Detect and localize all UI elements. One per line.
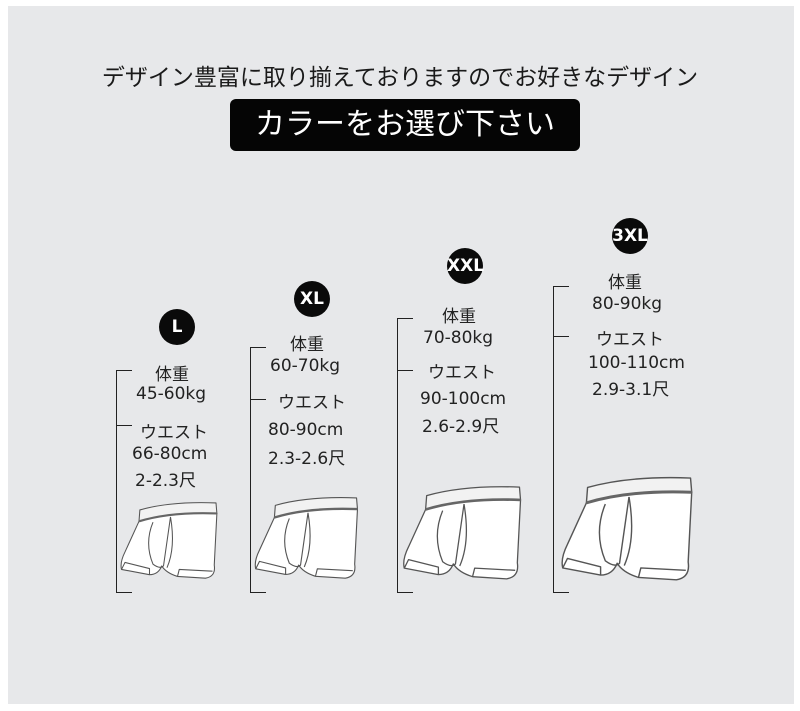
- shorts-illustration: [118, 495, 223, 587]
- size-badge: XXL: [447, 248, 484, 284]
- weight-value: 60-70kg: [270, 356, 341, 376]
- bracket-tick-bottom: [553, 592, 569, 593]
- waist-shaku-value: 2.9-3.1尺: [592, 380, 670, 400]
- bracket-tick-top: [397, 318, 413, 319]
- waist-label: ウエスト: [278, 393, 346, 413]
- waist-label: ウエスト: [428, 363, 496, 383]
- bracket-tick-bottom: [250, 592, 266, 593]
- bracket-tick-bottom: [397, 592, 413, 593]
- waist-cm-value: 66-80cm: [132, 444, 208, 464]
- range-bracket: [553, 286, 554, 592]
- range-bracket: [116, 370, 117, 592]
- weight-value: 45-60kg: [136, 384, 207, 404]
- size-badge: 3XL: [612, 218, 648, 254]
- weight-value: 70-80kg: [423, 328, 494, 348]
- boxer-shorts-icon: [120, 502, 218, 579]
- shorts-illustration: [252, 490, 364, 587]
- weight-label: 体重: [442, 307, 476, 327]
- waist-label: ウエスト: [140, 423, 208, 443]
- weight-label: 体重: [290, 335, 324, 355]
- weight-label: 体重: [155, 365, 189, 385]
- bracket-tick-waist: [116, 425, 132, 426]
- banner: カラーをお選び下さい: [230, 99, 580, 151]
- boxer-shorts-icon: [561, 476, 693, 581]
- bracket-tick-waist: [553, 336, 569, 337]
- weight-value: 80-90kg: [592, 294, 663, 314]
- size-badge: XL: [294, 281, 330, 317]
- bracket-tick-bottom: [116, 592, 132, 593]
- shorts-illustration: [400, 480, 528, 587]
- waist-shaku-value: 2.3-2.6尺: [268, 449, 346, 469]
- waist-cm-value: 80-90cm: [268, 420, 344, 440]
- waist-cm-value: 100-110cm: [588, 353, 685, 373]
- boxer-shorts-icon: [254, 497, 359, 579]
- waist-cm-value: 90-100cm: [420, 389, 507, 409]
- size-badge: L: [159, 309, 195, 345]
- headline: デザイン豊富に取り揃えておりますのでお好きなデザイン: [101, 65, 699, 91]
- bracket-tick-waist: [397, 370, 413, 371]
- boxer-shorts-icon: [403, 486, 522, 580]
- weight-label: 体重: [608, 273, 642, 293]
- waist-label: ウエスト: [596, 330, 664, 350]
- bracket-tick-top: [250, 347, 266, 348]
- waist-shaku-value: 2-2.3尺: [135, 471, 196, 491]
- bracket-tick-top: [553, 286, 569, 287]
- range-bracket: [397, 318, 398, 592]
- bracket-tick-waist: [250, 399, 266, 400]
- waist-shaku-value: 2.6-2.9尺: [422, 417, 500, 437]
- shorts-illustration: [558, 472, 700, 587]
- bracket-tick-top: [116, 370, 132, 371]
- range-bracket: [250, 347, 251, 592]
